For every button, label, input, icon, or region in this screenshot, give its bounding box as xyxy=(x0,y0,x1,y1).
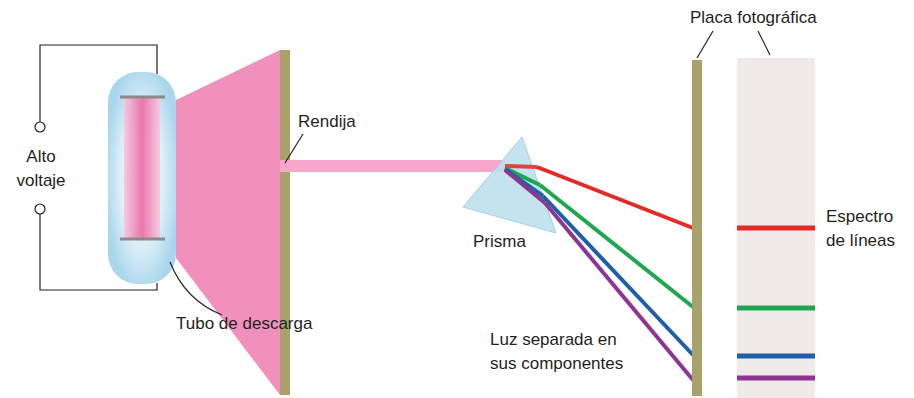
photographic-plate xyxy=(692,60,702,396)
discharge-tube xyxy=(108,72,176,284)
part-label: Espectro de líneas xyxy=(826,205,908,253)
leader-line xyxy=(170,31,770,315)
part-label: Luz separada en sus componentes xyxy=(490,328,640,376)
part-label: Placa fotográfica xyxy=(690,6,830,30)
slit-plate xyxy=(280,50,290,395)
spectrum-strip xyxy=(737,58,815,398)
electrode xyxy=(120,96,165,99)
glow-column xyxy=(124,98,160,240)
light-beam xyxy=(280,160,505,172)
part-label: Rendija xyxy=(298,110,378,134)
part-label: Tubo de descarga xyxy=(176,312,336,336)
part-label: Prisma xyxy=(473,230,553,254)
spectral-lines xyxy=(737,228,815,378)
electrode xyxy=(120,238,165,241)
part-label: Alto voltaje xyxy=(6,145,76,193)
light-cone xyxy=(176,50,280,395)
